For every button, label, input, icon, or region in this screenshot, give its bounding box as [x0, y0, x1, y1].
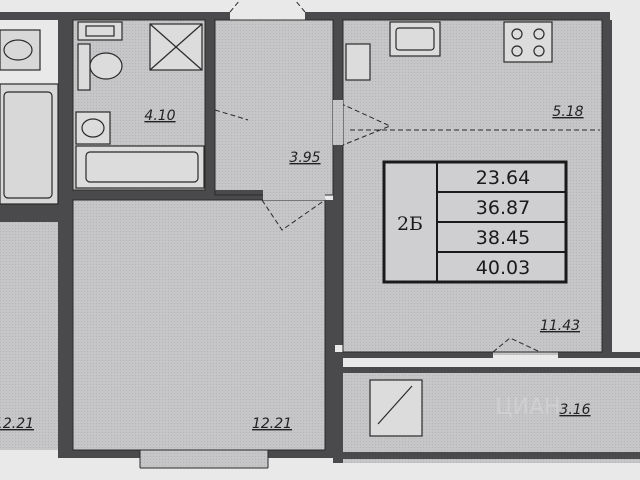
room-area-bedroom: 12.21	[252, 416, 292, 432]
neighbor-sink	[0, 29, 41, 71]
area-total-living: 23.64	[476, 167, 530, 189]
washing-machine	[77, 21, 123, 41]
toilet	[77, 43, 123, 91]
room-area-balcony: 3.16	[559, 402, 590, 418]
area-total: 36.87	[476, 197, 530, 219]
area-summary-table: 2Б 23.64 36.87 38.45 40.03	[382, 160, 568, 284]
wash-basin	[75, 111, 111, 145]
neighbor-bathtub	[0, 83, 59, 205]
watermark: ЦИАН	[495, 395, 560, 420]
apartment-type: 2Б	[397, 213, 423, 235]
kitchen-sink	[389, 21, 441, 57]
balcony-cabinet	[369, 379, 423, 437]
area-with-balcony-reduced: 38.45	[476, 227, 530, 249]
room-area-kitchen: 11.43	[540, 318, 580, 334]
bathtub	[75, 145, 205, 189]
stove	[503, 21, 553, 63]
bedroom-doorstep	[140, 448, 268, 468]
shower-tray	[149, 23, 203, 71]
kitchen-riser	[345, 43, 371, 81]
door-swings	[214, 0, 600, 353]
room-area-neighbor: 12.21	[0, 416, 34, 432]
door-gaps	[263, 100, 343, 200]
room-area-bathroom: 4.10	[144, 108, 175, 124]
bedroom-floor	[73, 200, 335, 450]
area-with-balcony: 40.03	[476, 257, 530, 279]
hallway-floor	[215, 20, 335, 195]
room-area-kitchen-top: 5.18	[552, 104, 583, 120]
room-area-hallway: 3.95	[289, 150, 320, 166]
walls	[0, 12, 640, 463]
left-neighbor-floor	[0, 222, 58, 450]
